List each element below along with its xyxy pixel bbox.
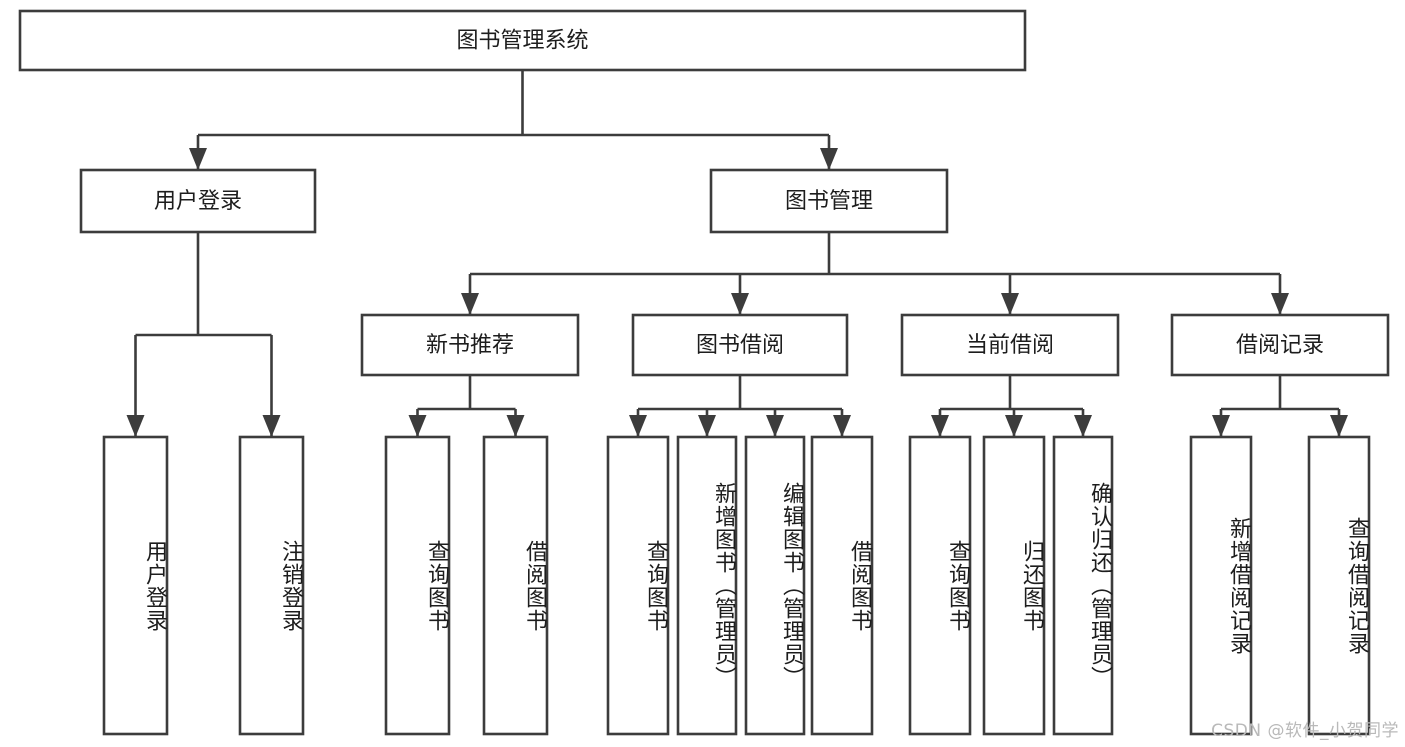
node-box-leaf-add-record[interactable] [1189, 435, 1253, 736]
node-box-leaf-query-book-2[interactable] [606, 435, 670, 736]
arrow-head-icon-leaf-query-book-1 [408, 415, 427, 437]
node-box-leaf-query-book-3[interactable] [908, 435, 972, 736]
arrow-head-icon-leaf-borrow-book-2 [833, 415, 851, 437]
node-box-book-management[interactable] [709, 168, 949, 234]
arrow-head-icon-borrow-records [1271, 293, 1289, 315]
arrow-head-icon-leaf-query-book-2 [629, 415, 647, 437]
arrow-head-icon-leaf-query-book-3 [931, 415, 949, 437]
node-box-new-book-recommend[interactable] [360, 313, 580, 377]
arrow-head-icon-leaf-borrow-book-1 [506, 415, 525, 437]
node-label-book-borrow: 图书借阅 [696, 333, 784, 358]
arrow-head-icon-current-borrow [1001, 293, 1019, 315]
node-box-leaf-edit-book[interactable] [744, 435, 806, 736]
node-label-user-login: 用户登录 [154, 189, 242, 214]
arrow-head-icon-user-login [189, 148, 207, 170]
arrow-head-icon-leaf-add-record [1212, 415, 1230, 437]
node-box-leaf-borrow-book-1[interactable] [482, 435, 549, 736]
node-box-user-login[interactable] [79, 168, 317, 234]
node-box-leaf-borrow-book-2[interactable] [810, 435, 874, 736]
watermark-text: CSDN @软件_小贺同学 [1211, 721, 1399, 741]
arrow-head-icon-leaf-user-login [126, 415, 145, 437]
node-box-leaf-user-logout[interactable] [238, 435, 305, 736]
node-label-current-borrow: 当前借阅 [966, 333, 1054, 358]
node-box-leaf-add-book[interactable] [676, 435, 738, 736]
arrow-head-icon-book-management [820, 148, 838, 170]
arrow-head-icon-leaf-user-logout [262, 415, 281, 437]
node-label-new-book-recommend: 新书推荐 [426, 333, 514, 358]
boxes-layer [18, 9, 1390, 736]
node-box-leaf-query-record[interactable] [1307, 435, 1371, 736]
node-box-current-borrow[interactable] [900, 313, 1120, 377]
arrow-head-icon-book-borrow [731, 293, 749, 315]
node-box-book-borrow[interactable] [631, 313, 849, 377]
node-box-leaf-return-book[interactable] [982, 435, 1046, 736]
node-box-leaf-confirm-return[interactable] [1052, 435, 1114, 736]
node-label-borrow-records: 借阅记录 [1236, 333, 1324, 358]
node-label-undefined: 图书管理系统 [456, 29, 588, 54]
arrow-head-icon-leaf-add-book [698, 415, 716, 437]
node-box-leaf-user-login[interactable] [102, 435, 169, 736]
arrow-head-icon-new-book-recommend [461, 293, 479, 315]
arrow-head-icon-leaf-confirm-return [1074, 415, 1092, 437]
node-box-borrow-records[interactable] [1170, 313, 1390, 377]
node-box-leaf-query-book-1[interactable] [384, 435, 451, 736]
node-box-undefined[interactable] [18, 9, 1027, 72]
connectors-layer [126, 70, 1348, 437]
arrow-head-icon-leaf-return-book [1005, 415, 1023, 437]
arrow-head-icon-leaf-query-record [1330, 415, 1348, 437]
arrow-head-icon-leaf-edit-book [766, 415, 784, 437]
node-label-book-management: 图书管理 [785, 189, 873, 214]
